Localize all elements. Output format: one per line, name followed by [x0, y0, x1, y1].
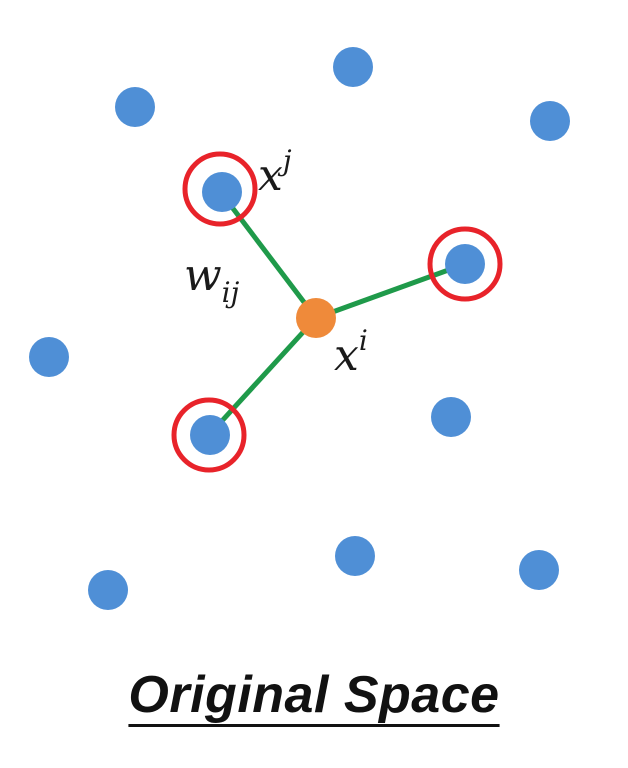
neighbor-ring — [427, 226, 503, 302]
neighbor-point — [190, 415, 230, 455]
data-point — [333, 47, 373, 87]
neighbor-point — [202, 172, 242, 212]
caption: Original Space — [0, 665, 628, 725]
data-point — [335, 536, 375, 576]
neighbor-ring — [171, 397, 247, 473]
data-point — [431, 397, 471, 437]
neighbor-point — [445, 244, 485, 284]
label-w-ij: wij — [184, 250, 240, 309]
data-point — [519, 550, 559, 590]
label-x-i: xi — [334, 324, 368, 381]
label-x-j: xj — [258, 144, 292, 201]
edge-to-neighbor-top — [220, 192, 318, 320]
caption-text: Original Space — [128, 666, 500, 724]
edge-to-neighbor-bottom — [208, 316, 318, 436]
data-point — [530, 101, 570, 141]
edge-to-neighbor-right — [315, 261, 466, 321]
neighbor-ring — [182, 151, 258, 227]
data-point — [29, 337, 69, 377]
center-point — [296, 298, 336, 338]
data-point — [88, 570, 128, 610]
data-point — [115, 87, 155, 127]
